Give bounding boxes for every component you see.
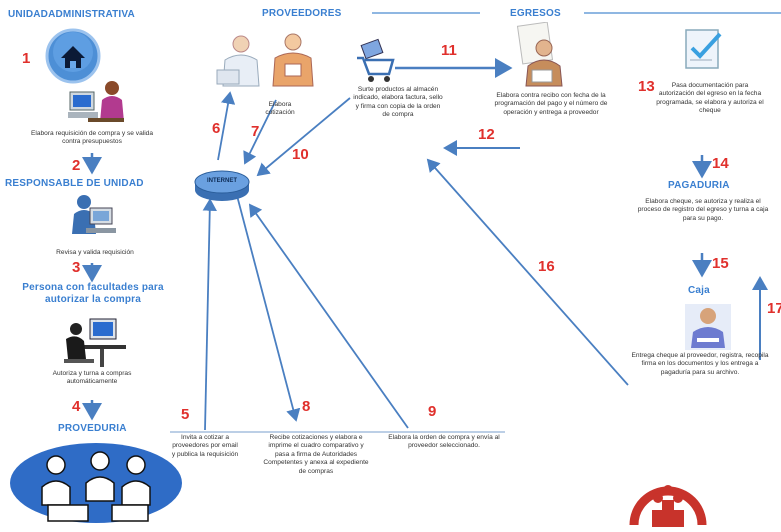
cashier-icon [683,302,733,352]
arrow-10 [256,97,351,177]
step-number-15: 15 [712,255,729,272]
step-text-3: Autoriza y turna a compras automáticamen… [52,370,132,386]
step-number-3: 3 [72,259,81,276]
step-number-12: 12 [478,126,495,143]
step-text-11: Surte productos al almacén indicado, ela… [353,86,443,119]
step-text-1: Elabora requisición de compra y se valid… [30,130,154,146]
step-text-7: Elabora cotización [265,101,295,117]
heading-persona-line2: autorizar la compra [44,294,142,305]
arrow-9 [248,203,409,429]
computer-user-icon [68,78,128,128]
workstation-icon [60,315,130,370]
cart-icon [355,38,397,84]
document-man-icon [512,21,570,88]
heading-persona-line1: Persona con facultades para [22,282,164,293]
step-number-5: 5 [181,406,190,423]
arrow-8 [234,187,301,422]
step-number-13: 13 [638,78,655,95]
step-number-16: 16 [538,258,555,275]
step-number-2: 2 [72,157,81,174]
step-text-14: Elabora cheque, se autoriza y realiza el… [637,198,769,222]
heading-unidad-administrativa: UNIDADADMINISTRATIVA [8,9,135,20]
step-number-7: 7 [251,123,260,140]
step-text-5: Invita a cotizar a proveedores por email… [171,434,239,458]
step-number-9: 9 [428,403,437,420]
internet-node: INTERNET [193,168,251,204]
step-number-4: 4 [72,398,81,415]
step-text-9: Elabora la orden de compra y envía al pr… [388,434,500,450]
arrow-5 [202,198,217,431]
heading-pagaduria: PAGADURIA [668,180,730,191]
arrow-6 [217,91,236,161]
step-number-8: 8 [302,398,311,415]
heading-responsable: RESPONSABLE DE UNIDAD [5,178,144,189]
step-number-10: 10 [292,146,309,163]
organization-logo [628,470,708,527]
house-icon [45,28,101,84]
step-number-11: 11 [441,42,457,59]
people-group-icon [8,435,183,527]
step-text-12: Elabora contra recibo con fecha de la pr… [494,92,608,116]
heading-proveduria: PROVEDURIA [58,423,127,434]
pc-user-icon [68,192,118,242]
arrow-16 [426,158,629,386]
supplier-figures-icon [215,30,325,92]
step-text-2: Revisa y valida requisición [56,249,134,256]
step-text-13: Pasa documentación para autorización del… [656,82,764,115]
heading-persona: Persona con facultades para autorizar la… [2,282,184,306]
arrow-7 [243,99,277,165]
step-number-1: 1 [22,50,31,67]
step-number-14: 14 [712,155,729,172]
heading-egresos: EGRESOS [510,8,561,19]
heading-caja: Caja [688,285,710,296]
step-text-15: Entrega cheque al proveedor, registra, r… [631,352,769,376]
internet-label: INTERNET [207,178,237,184]
checkmark-document-icon [680,26,726,72]
step-text-8: Recibe cotizaciones y elabora e imprime … [263,434,369,475]
step-number-6: 6 [212,120,221,137]
heading-proveedores: PROVEEDORES [262,8,342,19]
step-number-17: 17 [767,300,781,317]
